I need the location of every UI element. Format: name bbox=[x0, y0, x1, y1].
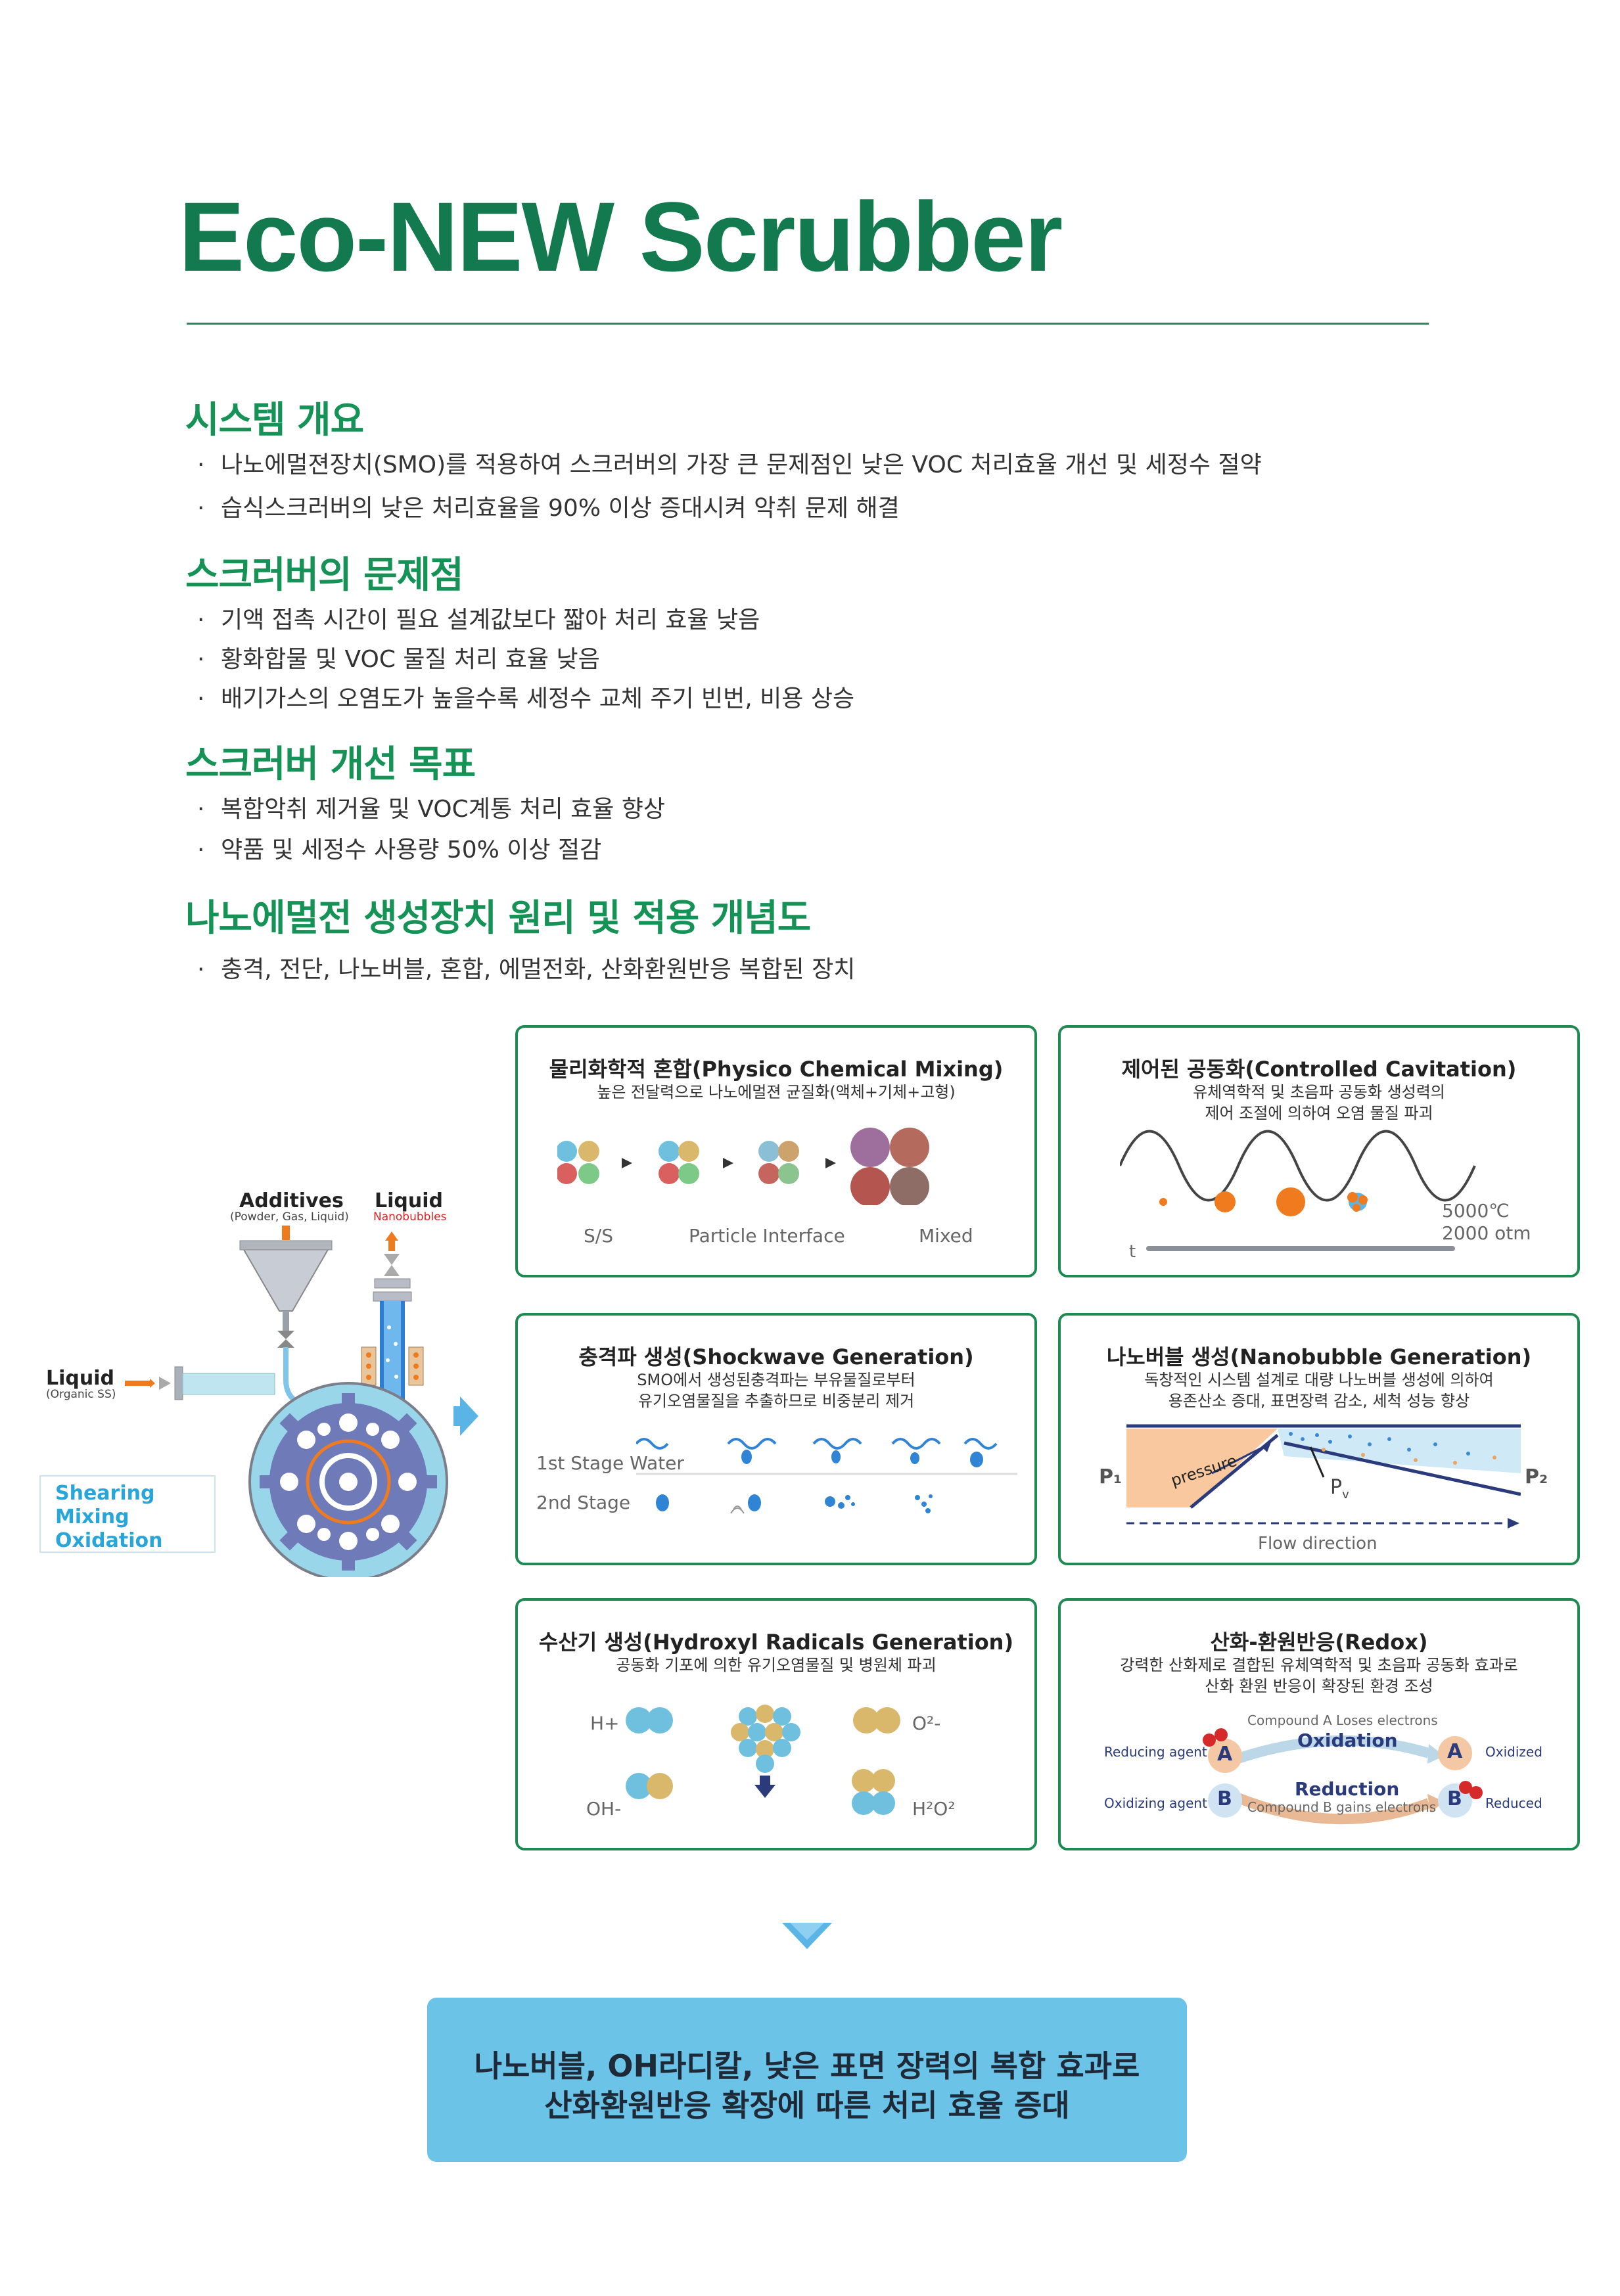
label-oh-minus: OH- bbox=[586, 1798, 622, 1820]
atom-a-right: A bbox=[1447, 1740, 1463, 1763]
card-subtitle-line1: 유체역학적 및 초음파 공동화 생성력의 bbox=[1193, 1083, 1445, 1101]
card-subtitle-line2: 제어 조절에 의하여 오염 물질 파괴 bbox=[1205, 1104, 1433, 1122]
label-oxidized: Oxidized bbox=[1485, 1744, 1542, 1760]
conclusion-line-1: 나노버블, OH라디칼, 낮은 표면 장력의 복합 효과로 bbox=[474, 2048, 1140, 2084]
card-subtitle-line1: 독창적인 시스템 설계로 대량 나노버블 생성에 의하여 bbox=[1144, 1371, 1494, 1389]
mixing-particles-illustration bbox=[557, 1128, 929, 1205]
label-pressure: 2000 otm bbox=[1442, 1222, 1531, 1244]
device-illustration bbox=[125, 1226, 478, 1582]
section-heading-problems: 스크러버의 문제점 bbox=[185, 554, 464, 597]
nanobubble-flow-illustration bbox=[1126, 1424, 1521, 1528]
section-heading-principle: 나노에멀전 생성장치 원리 및 적용 개념도 bbox=[185, 897, 811, 940]
label-p1: P₁ bbox=[1099, 1465, 1122, 1488]
atom-b-left: B bbox=[1217, 1787, 1232, 1810]
conclusion-line-2: 산화환원반응 확장에 따른 처리 효율 증대 bbox=[544, 2088, 1070, 2123]
label-pv: Pv bbox=[1330, 1476, 1349, 1502]
label-first-stage: 1st Stage Water bbox=[536, 1452, 684, 1474]
goal-bullet-1: ·복합악취 제거율 및 VOC계통 처리 효율 향상 bbox=[197, 796, 666, 823]
problem-bullet-2: ·황화합물 및 VOC 물질 처리 효율 낮음 bbox=[197, 646, 600, 673]
problem-bullet-3: ·배기가스의 오염도가 높을수록 세정수 교체 주기 빈번, 비용 상승 bbox=[197, 685, 855, 712]
liquid-out-label: Liquid bbox=[375, 1189, 443, 1212]
card-title: 산화-환원반응(Redox) bbox=[1210, 1630, 1428, 1655]
card-subtitle-line2: 용존산소 증대, 표면장력 감소, 세척 성능 향상 bbox=[1168, 1392, 1470, 1410]
label-reducing-agent: Reducing agent bbox=[1104, 1744, 1207, 1760]
label-compound-a: Compound A Loses electrons bbox=[1247, 1712, 1438, 1728]
label-p2: P₂ bbox=[1525, 1465, 1548, 1488]
label-o2-minus: O²- bbox=[912, 1712, 941, 1734]
card-redox: 산화-환원반응(Redox) 강력한 산화제로 결합된 유체역학적 및 초음파 … bbox=[1058, 1598, 1580, 1850]
process-shearing: Shearing bbox=[55, 1482, 155, 1505]
card-title: 제어된 공동화(Controlled Cavitation) bbox=[1121, 1057, 1517, 1082]
card-controlled-cavitation: 제어된 공동화(Controlled Cavitation) 유체역학적 및 초… bbox=[1058, 1025, 1580, 1277]
process-label-box: Shearing Mixing Oxidation bbox=[39, 1475, 216, 1553]
label-ss: S/S bbox=[584, 1225, 613, 1247]
label-temperature: 5000℃ bbox=[1442, 1200, 1510, 1222]
card-physico-chemical-mixing: 물리화학적 혼합(Physico Chemical Mixing) 높은 전달력… bbox=[515, 1025, 1037, 1277]
principle-bullet-1: ·충격, 전단, 나노버블, 혼합, 에멀전화, 산화환원반응 복합된 장치 bbox=[197, 956, 856, 983]
label-time-axis: t bbox=[1129, 1242, 1136, 1262]
overview-bullet-2: ·습식스크러버의 낮은 처리효율을 90% 이상 증대시켜 악취 문제 해결 bbox=[197, 495, 900, 522]
card-subtitle-line1: SMO에서 생성된충격파는 부유물질로부터 bbox=[637, 1371, 915, 1389]
process-mixing: Mixing bbox=[55, 1505, 129, 1528]
redox-illustration bbox=[1203, 1728, 1483, 1825]
label-oxidation: Oxidation bbox=[1297, 1730, 1398, 1751]
card-title: 물리화학적 혼합(Physico Chemical Mixing) bbox=[549, 1057, 1004, 1082]
label-compound-b: Compound B gains electrons bbox=[1247, 1799, 1437, 1815]
additives-label: Additives bbox=[239, 1189, 344, 1212]
process-oxidation: Oxidation bbox=[55, 1529, 163, 1552]
card-subtitle-line1: 강력한 산화제로 결합된 유체역학적 및 초음파 공동화 효과로 bbox=[1120, 1656, 1518, 1674]
section-heading-overview: 시스템 개요 bbox=[185, 399, 364, 442]
cavitation-wave-illustration bbox=[1120, 1130, 1476, 1251]
shockwave-illustration bbox=[636, 1438, 1017, 1514]
card-subtitle: 공동화 기포에 의한 유기오염물질 및 병원체 파괴 bbox=[616, 1656, 937, 1674]
card-title: 수산기 생성(Hydroxyl Radicals Generation) bbox=[538, 1630, 1014, 1655]
liquid-in-label: Liquid bbox=[46, 1367, 114, 1390]
liquid-in-sublabel: (Organic SS) bbox=[46, 1388, 116, 1401]
section-heading-goals: 스크러버 개선 목표 bbox=[185, 743, 476, 786]
card-title: 충격파 생성(Shockwave Generation) bbox=[578, 1344, 974, 1369]
atom-a-left: A bbox=[1217, 1743, 1233, 1766]
label-reduction: Reduction bbox=[1295, 1778, 1400, 1800]
overview-bullet-1: ·나노에멀젼장치(SMO)를 적용하여 스크러버의 가장 큰 문제점인 낮은 V… bbox=[197, 451, 1262, 478]
problem-bullet-1: ·기액 접촉 시간이 필요 설계값보다 짧아 처리 효율 낮음 bbox=[197, 607, 760, 633]
conclusion-box: 나노버블, OH라디칼, 낮은 표면 장력의 복합 효과로 산화환원반응 확장에… bbox=[427, 1998, 1187, 2162]
hydroxyl-molecules-illustration bbox=[626, 1705, 900, 1815]
card-nanobubble-generation: 나노버블 생성(Nanobubble Generation) 독창적인 시스템 … bbox=[1058, 1313, 1580, 1565]
card-title: 나노버블 생성(Nanobubble Generation) bbox=[1106, 1344, 1532, 1369]
card-subtitle-line2: 산화 환원 반응이 확장된 환경 조성 bbox=[1205, 1677, 1433, 1695]
goal-bullet-2: ·약품 및 세정수 사용량 50% 이상 절감 bbox=[197, 837, 602, 863]
label-h-plus: H+ bbox=[590, 1712, 620, 1734]
card-hydroxyl-radicals: 수산기 생성(Hydroxyl Radicals Generation) 공동화… bbox=[515, 1598, 1037, 1850]
label-particle-interface: Particle Interface bbox=[689, 1225, 845, 1247]
label-flow-direction: Flow direction bbox=[1258, 1534, 1377, 1553]
label-h2o2: H²O² bbox=[912, 1798, 956, 1820]
card-subtitle-line2: 유기오염물질을 추출하므로 비중분리 제거 bbox=[637, 1392, 915, 1410]
card-shockwave-generation: 충격파 생성(Shockwave Generation) SMO에서 생성된충격… bbox=[515, 1313, 1037, 1565]
liquid-out-sublabel: Nanobubbles bbox=[373, 1210, 447, 1224]
page-title: Eco-NEW Scrubber bbox=[179, 181, 1063, 292]
title-divider bbox=[187, 323, 1429, 325]
label-mixed: Mixed bbox=[919, 1225, 973, 1247]
label-oxidizing-agent: Oxidizing agent bbox=[1104, 1795, 1207, 1811]
label-second-stage: 2nd Stage bbox=[536, 1492, 631, 1513]
down-arrow-icon bbox=[782, 1923, 832, 1949]
card-subtitle: 높은 전달력으로 나노에멀젼 균질화(액체+기체+고형) bbox=[597, 1083, 956, 1101]
additives-sublabel: (Powder, Gas, Liquid) bbox=[230, 1210, 349, 1224]
atom-b-right: B bbox=[1447, 1787, 1462, 1810]
device-diagram: Additives (Powder, Gas, Liquid) Liquid N… bbox=[39, 1170, 499, 1582]
label-reduced: Reduced bbox=[1485, 1795, 1542, 1811]
